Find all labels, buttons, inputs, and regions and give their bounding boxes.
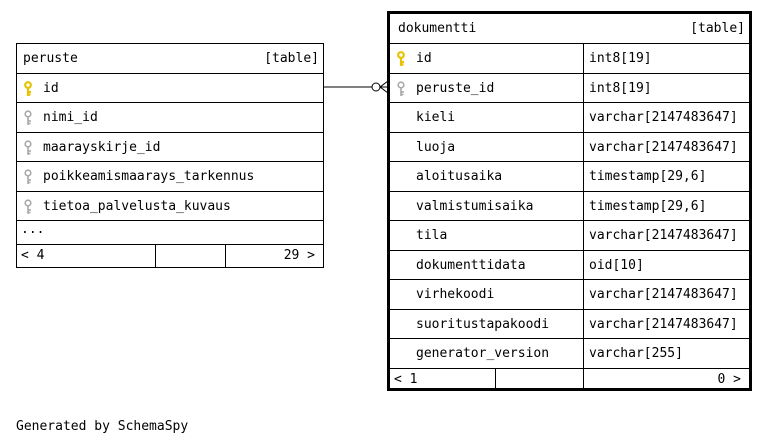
- column-divider: [583, 250, 584, 279]
- foreign-key-icon: [24, 110, 32, 125]
- footer-divider: [225, 245, 226, 267]
- column-row: valmistumisaika timestamp[29,6]: [390, 191, 749, 221]
- column-row: id: [17, 74, 323, 103]
- column-name: aloitusaika: [416, 169, 503, 184]
- column-name: id: [43, 80, 59, 96]
- column-name: id: [416, 51, 432, 66]
- children-count: 29 >: [283, 248, 315, 263]
- column-row: virhekoodi varchar[2147483647]: [390, 280, 749, 310]
- foreign-key-icon: [24, 169, 32, 184]
- column-name: dokumenttidata: [416, 257, 526, 273]
- column-row: kieli varchar[2147483647]: [390, 103, 749, 133]
- parents-count: < 4: [21, 248, 45, 263]
- column-name: kieli: [416, 110, 456, 125]
- table-kind: [table]: [690, 21, 745, 36]
- column-name: suoritustapakoodi: [416, 316, 550, 332]
- table-footer: < 4 29 >: [17, 245, 323, 267]
- column-row: luoja varchar[2147483647]: [390, 132, 749, 162]
- column-name: poikkeamismaarays_tarkennus: [43, 169, 255, 184]
- column-divider: [583, 191, 584, 220]
- column-type: varchar[2147483647]: [589, 287, 738, 302]
- column-row: aloitusaika timestamp[29,6]: [390, 162, 749, 192]
- column-row: suoritustapakoodi varchar[2147483647]: [390, 309, 749, 339]
- column-row: maarayskirje_id: [17, 133, 323, 162]
- column-divider: [583, 103, 584, 132]
- column-type: varchar[255]: [589, 346, 683, 361]
- footer-divider: [583, 368, 584, 391]
- column-type: varchar[2147483647]: [589, 316, 738, 332]
- footer-divider: [495, 368, 496, 391]
- table-peruste: peruste [table] id nimi_id maarayskirje_id…: [16, 43, 324, 268]
- column-divider: [583, 73, 584, 102]
- column-row: id int8[19]: [390, 44, 749, 74]
- column-row: dokumenttidata oid[10]: [390, 250, 749, 280]
- column-type: timestamp[29,6]: [589, 198, 707, 214]
- footer-divider: [155, 245, 156, 267]
- column-name: tila: [416, 228, 448, 243]
- column-type: timestamp[29,6]: [589, 169, 707, 184]
- column-divider: [583, 132, 584, 161]
- column-name: luoja: [416, 139, 456, 155]
- column-divider: [583, 280, 584, 309]
- column-divider: [583, 221, 584, 250]
- table-name: dokumentti: [398, 21, 477, 36]
- more-columns: ...: [21, 222, 45, 237]
- table-kind: [table]: [264, 51, 319, 66]
- caption: Generated by SchemaSpy: [16, 419, 189, 434]
- column-row: tila varchar[2147483647]: [390, 221, 749, 251]
- column-type: varchar[2147483647]: [589, 110, 738, 125]
- more-columns-row: ...: [17, 221, 323, 245]
- column-divider: [583, 339, 584, 368]
- column-divider: [583, 309, 584, 338]
- foreign-key-icon: [24, 139, 32, 155]
- column-type: varchar[2147483647]: [589, 139, 738, 155]
- column-row: tietoa_palvelusta_kuvaus: [17, 192, 323, 221]
- column-row: peruste_id int8[19]: [390, 73, 749, 103]
- column-type: oid[10]: [589, 257, 644, 273]
- column-name: virhekoodi: [416, 287, 495, 302]
- table-dokumentti: dokumentti [table] id int8[19] peruste_id i…: [387, 11, 752, 391]
- parents-count: < 1: [394, 371, 418, 387]
- column-type: int8[19]: [589, 80, 652, 96]
- table-header: peruste [table]: [17, 44, 323, 74]
- foreign-key-icon: [24, 198, 32, 214]
- foreign-key-icon: [397, 80, 405, 96]
- column-name: tietoa_palvelusta_kuvaus: [43, 198, 231, 214]
- column-name: valmistumisaika: [416, 198, 534, 214]
- column-type: varchar[2147483647]: [589, 228, 738, 243]
- crowfoot-icon: [379, 80, 389, 88]
- column-row: generator_version varchar[255]: [390, 339, 749, 369]
- column-name: peruste_id: [416, 80, 495, 96]
- column-name: nimi_id: [43, 110, 98, 125]
- column-row: nimi_id: [17, 103, 323, 133]
- column-divider: [583, 44, 584, 73]
- table-header: dokumentti [table]: [390, 14, 749, 44]
- primary-key-icon: [397, 51, 405, 66]
- table-footer: < 1 0 >: [390, 368, 749, 391]
- crowfoot-icon: [379, 86, 389, 94]
- table-name: peruste: [23, 51, 78, 66]
- children-count: 0 >: [717, 371, 741, 387]
- column-divider: [583, 162, 584, 191]
- column-name: maarayskirje_id: [43, 139, 161, 155]
- zero-marker-icon: [371, 82, 381, 92]
- column-row: poikkeamismaarays_tarkennus: [17, 162, 323, 192]
- column-type: int8[19]: [589, 51, 652, 66]
- primary-key-icon: [24, 80, 32, 96]
- column-name: generator_version: [416, 346, 550, 361]
